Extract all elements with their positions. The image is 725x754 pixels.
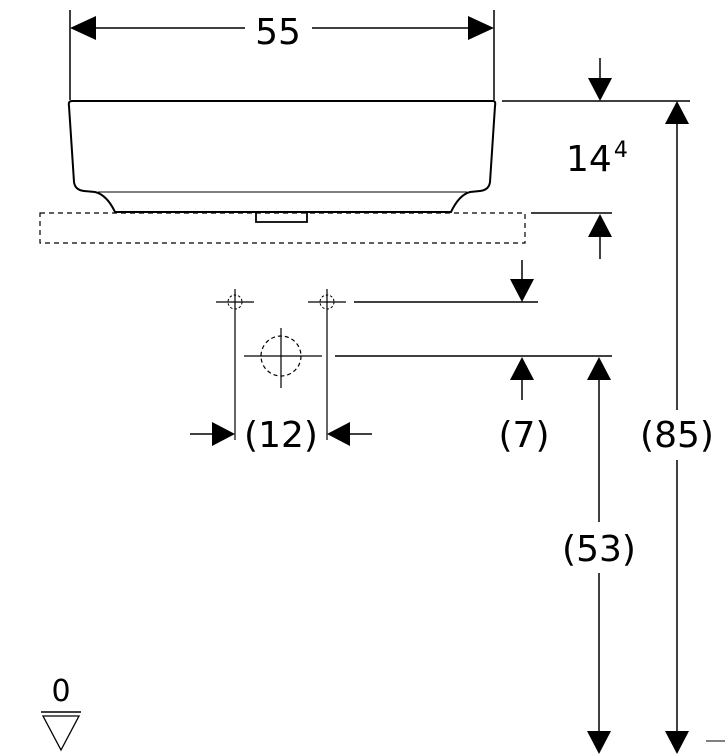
total-height-label: (85) <box>640 415 714 456</box>
drain-marker <box>244 328 612 388</box>
floor-level-label: 0 <box>51 674 70 709</box>
hole-spacing-label: (12) <box>244 415 318 456</box>
countertop-outline <box>39 212 526 244</box>
basin-outline <box>67 100 497 213</box>
total-height-arrow-bottom <box>665 731 689 754</box>
floor-level-marker: 0 <box>41 674 81 752</box>
drain-height-dimension: (53) <box>562 357 636 754</box>
total-height-arrow-top <box>665 101 689 124</box>
width-label: 55 <box>255 12 301 53</box>
width-arrow-left <box>70 16 96 40</box>
bowl-height-dimension: 144 <box>502 58 690 259</box>
spacing-arrow-right <box>327 422 350 446</box>
drain-height-arrow-bottom <box>587 731 611 754</box>
bowl-height-label: 144 <box>566 138 628 180</box>
basin <box>67 100 497 223</box>
tap-hole-left-circle <box>227 294 243 310</box>
drain-height-arrow-top <box>587 357 611 380</box>
total-height-dimension: (85) <box>640 101 714 754</box>
drain-height-label: (53) <box>562 529 636 570</box>
drain-offset-dimension: (7) <box>499 260 550 456</box>
drain-outlet <box>255 212 308 223</box>
bowl-height-arrow-top <box>588 78 612 101</box>
tap-hole-right-circle <box>319 294 335 310</box>
hole-spacing-dimension: (12) <box>190 415 372 456</box>
tap-holes <box>216 289 538 440</box>
width-arrow-right <box>468 16 494 40</box>
offset-arrow-top <box>510 279 534 302</box>
width-dimension: 55 <box>69 10 495 100</box>
drain-offset-label: (7) <box>499 415 550 456</box>
bowl-height-arrow-bottom <box>588 214 612 237</box>
offset-arrow-bottom <box>510 357 534 380</box>
floor-level-triangle-icon <box>41 715 81 752</box>
spacing-arrow-left <box>212 422 235 446</box>
